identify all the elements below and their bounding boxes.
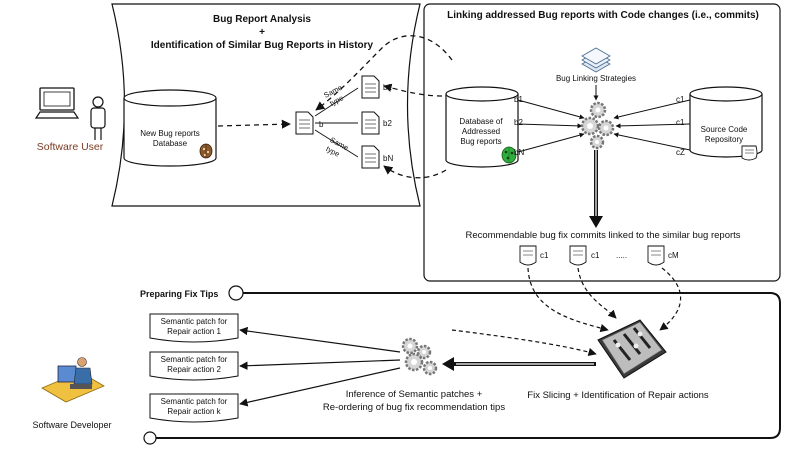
semantic-patch-doc-k <box>149 393 239 423</box>
edges-db-to-gears <box>517 99 585 153</box>
arrow-c1a-to-slicing <box>527 267 609 333</box>
developer-workstation-icon <box>41 357 105 403</box>
edge-label-c1b: c1 <box>676 118 685 127</box>
semantic-patch-doc-1 <box>149 313 239 343</box>
patch-k-line2: Repair action k <box>167 407 221 416</box>
person-icon <box>90 96 106 140</box>
bug-report-bN-doc <box>361 145 380 169</box>
commit-doc-c1a <box>519 245 537 266</box>
inference-gears-icon <box>401 337 438 376</box>
arrow-addressed-to-bN <box>383 165 447 179</box>
left-panel-title-1: Bug Report Analysis <box>213 14 311 25</box>
fix-slicing-label: Fix Slicing + Identification of Repair a… <box>527 390 709 401</box>
strategies-stack-icon <box>581 47 611 73</box>
bug-bN-label: bN <box>383 154 393 163</box>
edges-repo-to-gears <box>613 99 691 151</box>
addressed-bug-reports-database <box>445 86 519 168</box>
left-panel-title-2: + <box>259 27 265 38</box>
bug-report-b2-doc <box>361 111 380 135</box>
addressed-db-label-1: Database of <box>459 117 503 126</box>
arrow-recommend-to-slicing <box>451 329 597 357</box>
fix-tips-start-node <box>228 285 244 301</box>
source-code-repository <box>689 86 763 158</box>
left-panel-title-3: Identification of Similar Bug Reports in… <box>151 40 374 51</box>
recommendable-commits-label: Recommendable bug fix commits linked to … <box>465 230 740 241</box>
new-bug-db-label-2: Database <box>153 139 188 148</box>
edge-label-c1a: c1 <box>676 95 685 104</box>
addressed-db-label-3: Bug reports <box>460 137 501 146</box>
bug-b2-label: b2 <box>383 119 392 128</box>
patch-1-line1: Semantic patch for <box>161 317 228 326</box>
edge-label-cZ: cZ <box>676 148 685 157</box>
software-developer-label: Software Developer <box>32 420 111 430</box>
arrow-c1b-to-slicing <box>577 267 617 319</box>
fix-tips-end-node <box>143 431 157 445</box>
source-code-label-1: Source Code <box>701 125 748 134</box>
arrow-cM-to-slicing <box>659 267 682 331</box>
inference-label-1: Inference of Semantic patches + <box>346 389 483 400</box>
arrow-slicing-to-inference <box>442 357 596 371</box>
linking-gears-icon <box>580 101 615 150</box>
fix-slicing-device-icon <box>597 319 667 379</box>
arrows-inference-to-patches <box>239 326 401 407</box>
bug-icon-green <box>501 146 517 164</box>
commit-doc-icon-repo <box>741 145 758 161</box>
software-user-label: Software User <box>37 141 104 153</box>
addressed-db-label-2: Addressed <box>462 127 500 136</box>
arrow-gears-to-recommendations <box>589 150 603 228</box>
bug-report-b1-doc <box>361 75 380 99</box>
commit-doc-c1b <box>569 245 587 266</box>
patch-2-line2: Repair action 2 <box>167 365 221 374</box>
patch-2-line1: Semantic patch for <box>161 355 228 364</box>
bug-b-label: b <box>319 120 324 129</box>
inference-label-2: Re-ordering of bug fix recommendation ti… <box>323 402 505 413</box>
preparing-fix-tips-label: Preparing Fix Tips <box>140 289 218 299</box>
bug-report-b-doc <box>295 111 314 135</box>
edge-label-b2: b2 <box>514 118 523 127</box>
bug-icon-brown <box>199 143 213 159</box>
commit-c1b-label: c1 <box>591 251 600 260</box>
patch-1-line2: Repair action 1 <box>167 327 221 336</box>
commit-doc-cM <box>647 245 665 266</box>
edge-label-b1: b1 <box>514 95 523 104</box>
new-bug-db-label-1: New Bug reports <box>140 129 200 138</box>
commit-cM-label: cM <box>668 251 679 260</box>
source-code-label-2: Repository <box>705 135 743 144</box>
computer-icon <box>34 87 80 119</box>
bug-linking-strategies-label: Bug Linking Strategies <box>556 74 636 83</box>
arrow-addressed-to-b <box>315 35 453 111</box>
semantic-patch-doc-2 <box>149 351 239 381</box>
right-panel-title: Linking addressed Bug reports with Code … <box>447 10 759 21</box>
patch-k-line1: Semantic patch for <box>161 397 228 406</box>
edge-label-bN: bN <box>514 148 524 157</box>
arrow-addressed-to-b1 <box>383 83 443 97</box>
new-bug-reports-database <box>123 89 217 167</box>
arrow-newdb-to-b <box>217 119 291 129</box>
fix-tips-boundary <box>156 292 781 439</box>
commit-ellipsis: ..... <box>616 251 627 260</box>
same-type-connectors <box>314 87 359 158</box>
commit-c1a-label: c1 <box>540 251 549 260</box>
